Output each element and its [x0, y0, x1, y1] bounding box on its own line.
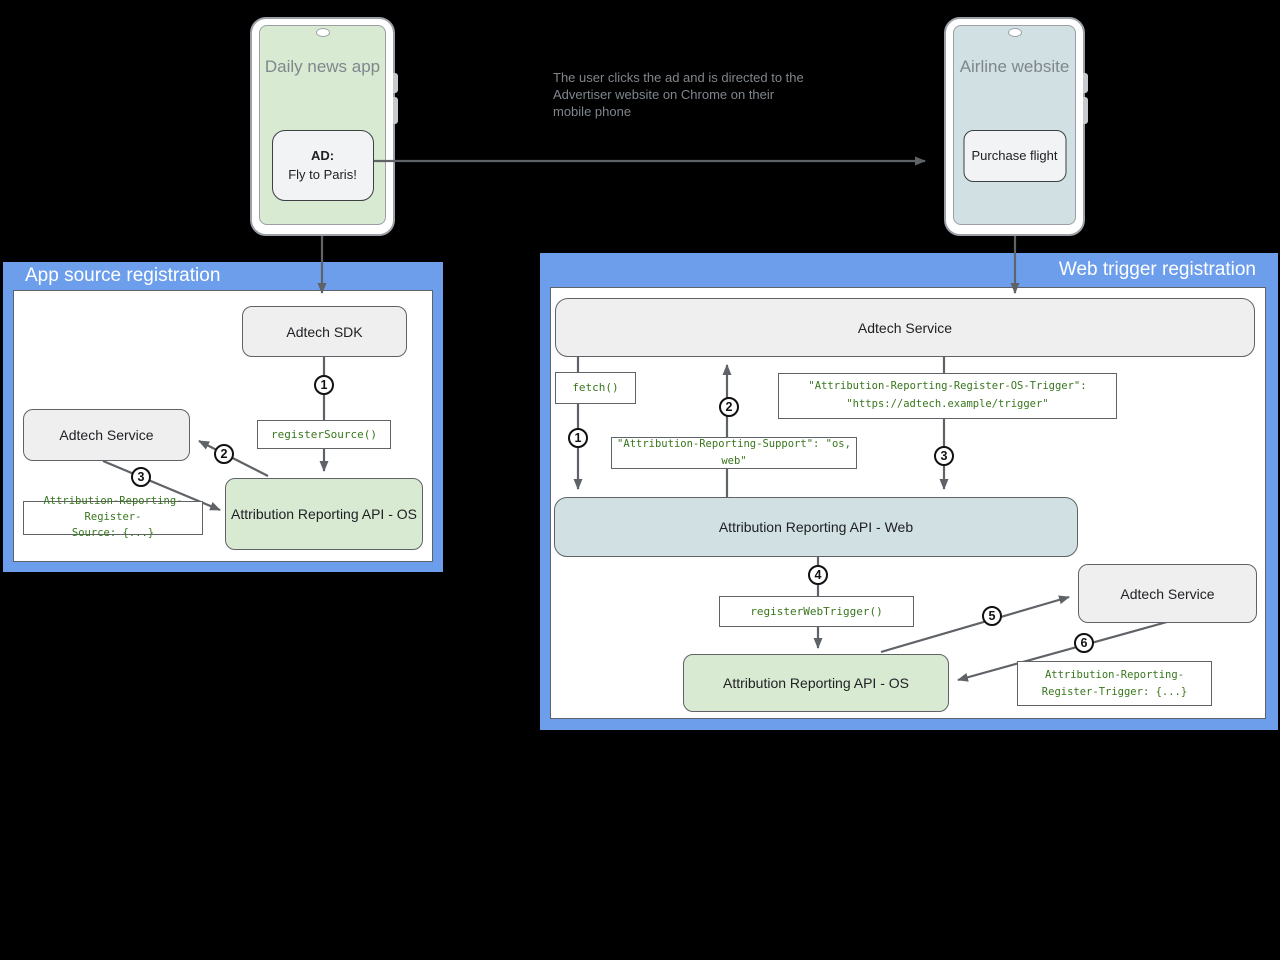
- step-circle-2: 2: [719, 397, 739, 417]
- phone-side-button: [393, 97, 398, 124]
- airline-website-screen: Airline website Purchase flight: [953, 25, 1076, 225]
- code-line: Register-Trigger: {...}: [1041, 685, 1188, 698]
- step-circle-4: 4: [808, 565, 828, 585]
- step-circle-2: 2: [214, 444, 234, 464]
- phone-daily-news-app: Daily news app AD: Fly to Paris!: [250, 17, 398, 236]
- code-fetch-call: fetch(): [555, 372, 636, 404]
- step-circle-6: 6: [1074, 633, 1094, 653]
- app-source-panel-title: App source registration: [25, 265, 221, 286]
- code-line: Source: {...}: [71, 526, 155, 539]
- phone-camera-icon: [1007, 28, 1022, 37]
- phone-side-button: [393, 73, 398, 93]
- code-line: "Attribution-Reporting-Register-OS-Trigg…: [808, 380, 1087, 393]
- code-support-header: "Attribution-Reporting-Support": "os, we…: [611, 437, 857, 469]
- node-adtech-sdk: Adtech SDK: [242, 306, 407, 357]
- phone-airline-website: Airline website Purchase flight: [944, 17, 1088, 236]
- node-attribution-api-os-web: Attribution Reporting API - OS: [683, 654, 949, 712]
- node-attribution-api-os-app: Attribution Reporting API - OS: [225, 478, 423, 550]
- step-circle-3: 3: [934, 446, 954, 466]
- phone-camera-icon: [315, 28, 330, 37]
- step-circle-1: 1: [568, 428, 588, 448]
- code-line: "https://adtech.example/trigger": [846, 398, 1049, 410]
- purchase-flight-button: Purchase flight: [963, 130, 1066, 182]
- node-adtech-service-web-right: Adtech Service: [1078, 564, 1257, 623]
- ad-heading: AD:: [310, 148, 335, 164]
- step-circle-5: 5: [982, 606, 1002, 626]
- node-attribution-api-web: Attribution Reporting API - Web: [554, 497, 1078, 557]
- ad-text: Fly to Paris!: [288, 166, 357, 182]
- daily-news-app-title: Daily news app: [264, 57, 381, 76]
- web-trigger-panel-title: Web trigger registration: [1058, 259, 1256, 280]
- user-click-caption: The user clicks the ad and is directed t…: [553, 70, 804, 119]
- code-register-source-header: Attribution-Reporting-Register- Source: …: [23, 495, 203, 539]
- node-adtech-service-app: Adtech Service: [23, 409, 190, 461]
- ad-banner: AD: Fly to Paris!: [271, 130, 374, 201]
- code-line: Attribution-Reporting-Register-: [43, 495, 183, 524]
- code-os-trigger-header: "Attribution-Reporting-Register-OS-Trigg…: [778, 373, 1117, 419]
- code-line: Attribution-Reporting-: [1044, 668, 1185, 681]
- airline-website-title: Airline website: [959, 57, 1070, 76]
- step-circle-1: 1: [314, 375, 334, 395]
- phone-side-button: [1083, 73, 1088, 93]
- step-circle-3: 3: [131, 467, 151, 487]
- node-adtech-service-web-top: Adtech Service: [555, 298, 1255, 357]
- phone-side-button: [1083, 97, 1088, 124]
- daily-news-app-screen: Daily news app AD: Fly to Paris!: [259, 25, 386, 225]
- code-register-source-call: registerSource(): [257, 420, 391, 449]
- code-register-web-trigger-call: registerWebTrigger(): [719, 596, 914, 627]
- code-register-trigger-header: Attribution-Reporting- Register-Trigger:…: [1017, 661, 1212, 706]
